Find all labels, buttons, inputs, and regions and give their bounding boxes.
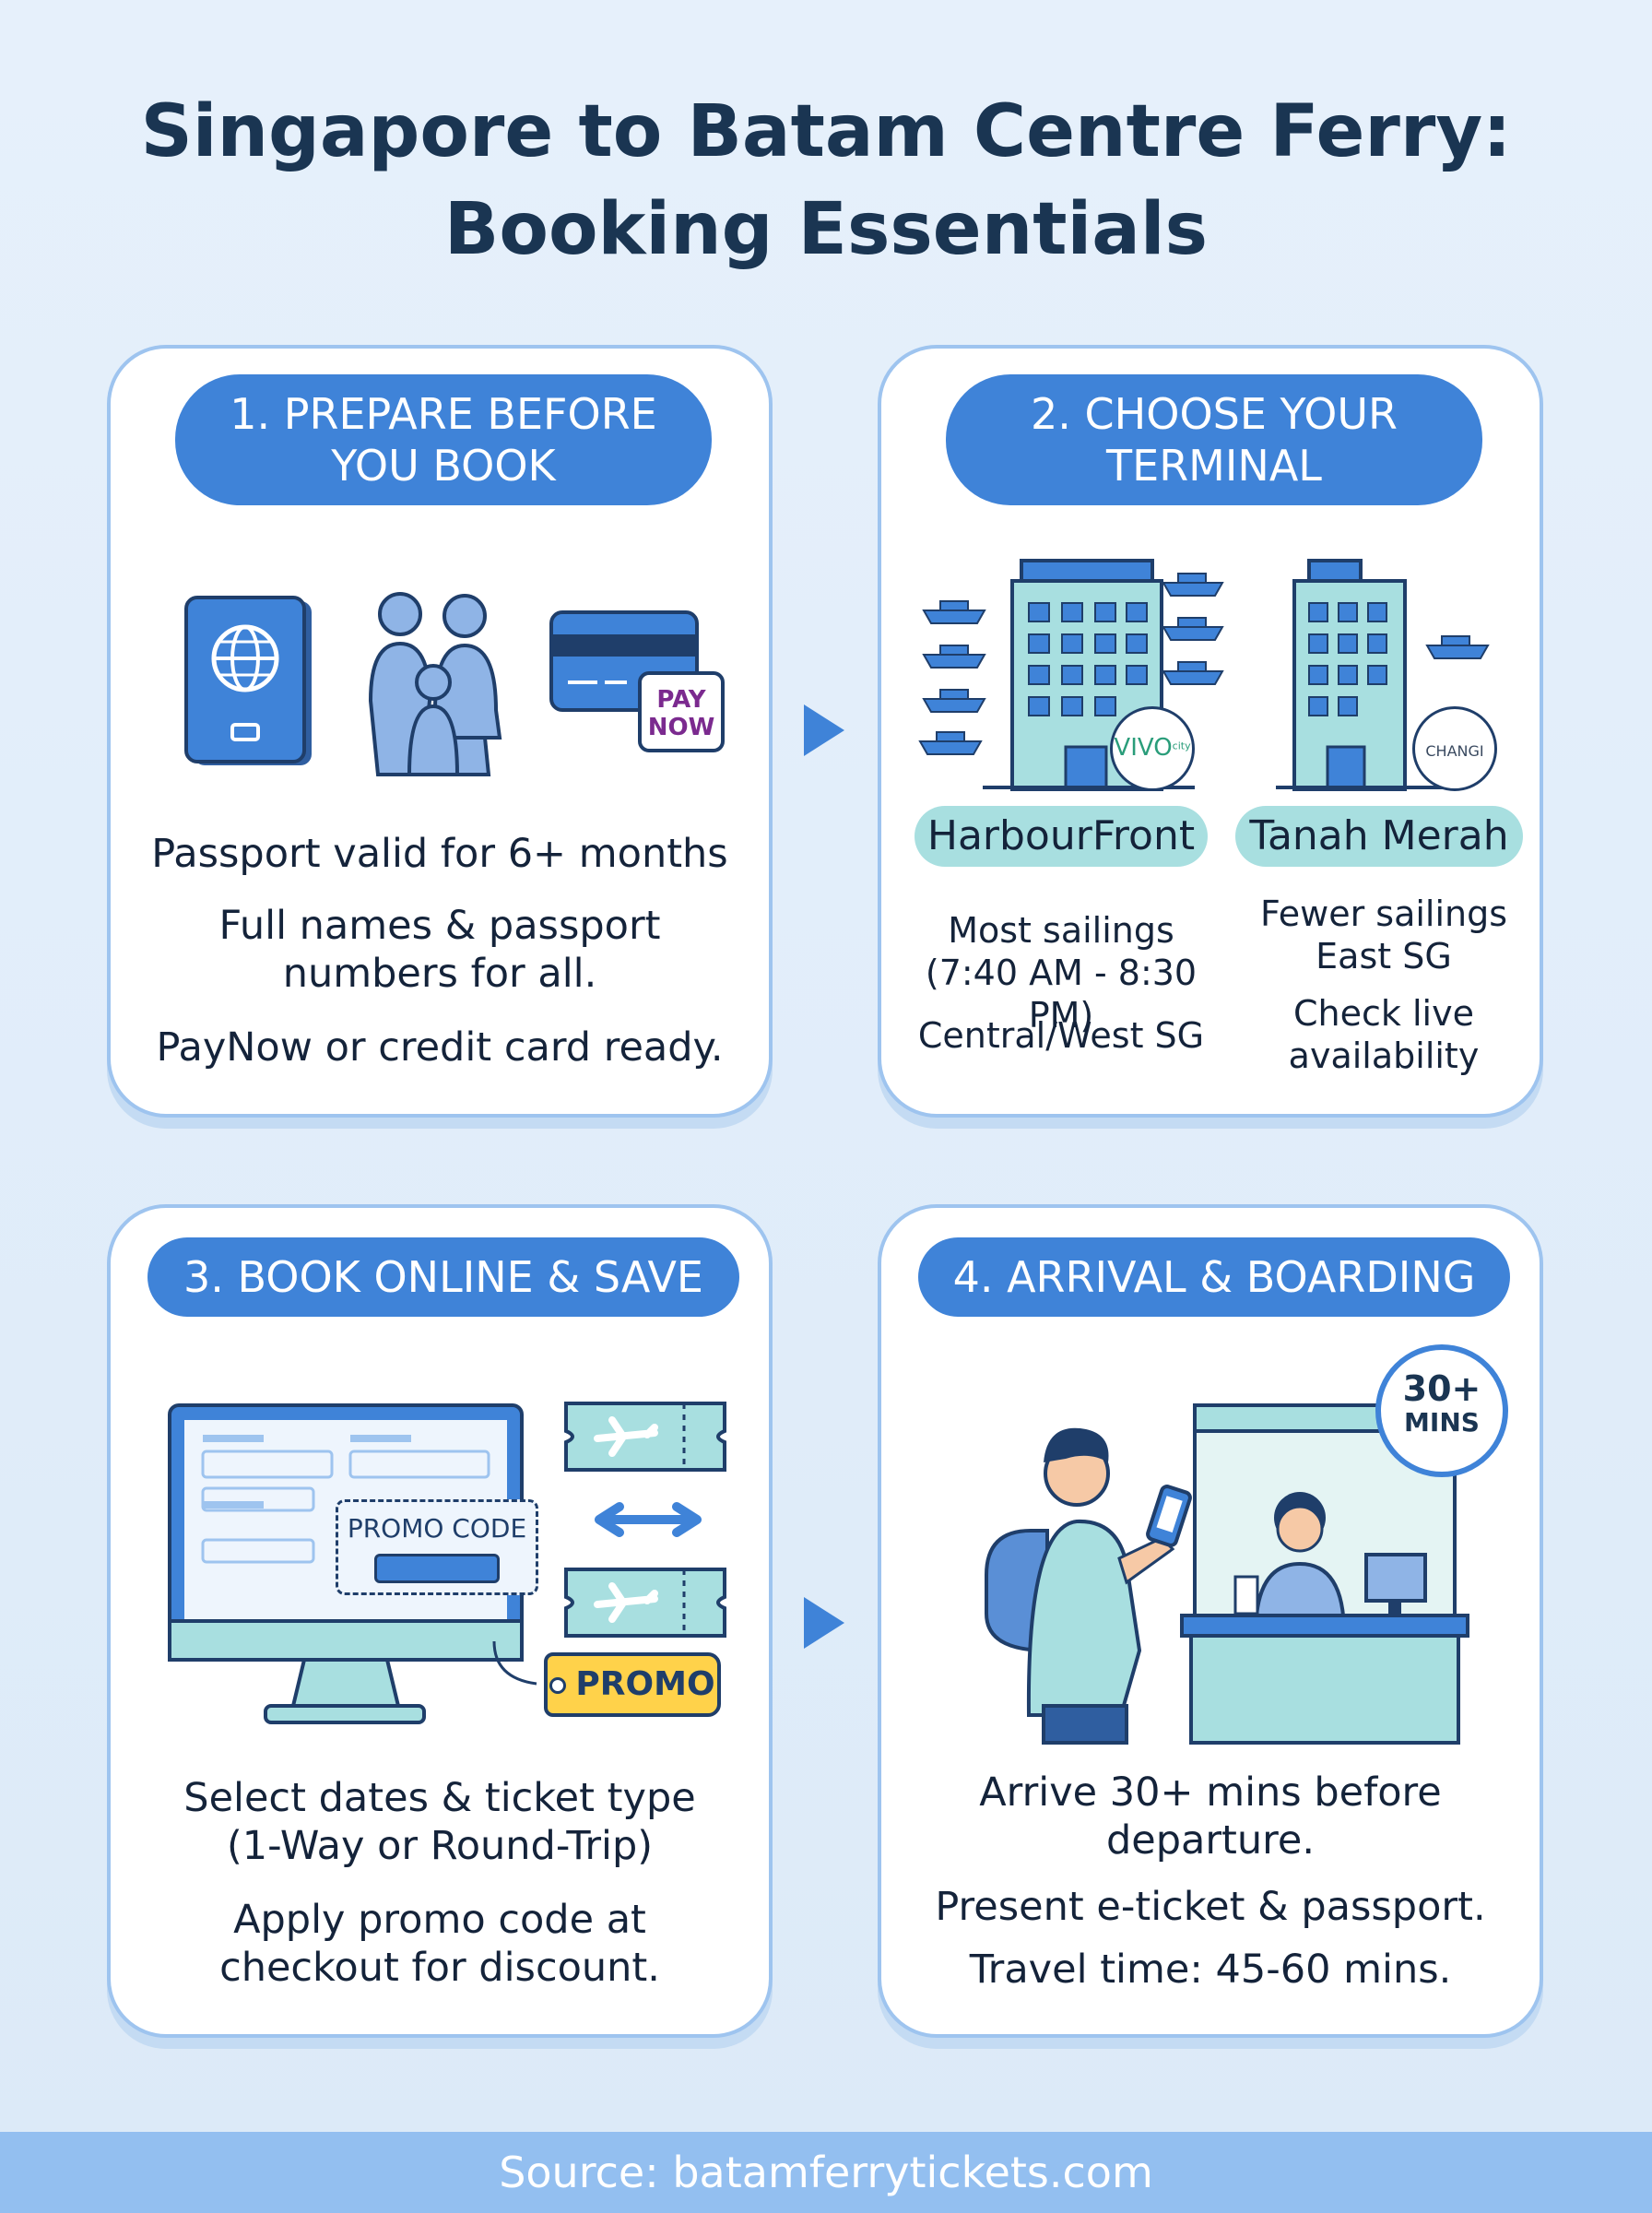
clock-unit: MINS	[1404, 1407, 1480, 1438]
step1-heading-line2: YOU BOOK	[331, 441, 556, 491]
vivocity-logo-text: VIVO	[1114, 734, 1173, 762]
vivocity-logo: VIVOcity	[1110, 706, 1195, 791]
step2-heading: 2. CHOOSE YOUR TERMINAL	[946, 374, 1482, 505]
step4-item-1-line2: departure.	[1105, 1817, 1316, 1864]
promo-tag-text: PROMO	[575, 1665, 715, 1703]
terminal-tanah-merah-name: Tanah Merah	[1249, 812, 1509, 859]
step4-item: Travel time: 45-60 mins.	[900, 1946, 1521, 1994]
promo-code-input[interactable]	[374, 1554, 500, 1583]
step1-item: Passport valid for 6+ months	[129, 830, 750, 878]
step4-card: 4. ARRIVAL & BOARDING 30+ MINS Arrive 30…	[878, 1204, 1543, 2038]
paynow-logo-line2: NOW	[647, 714, 715, 741]
step3-heading: 3. BOOK ONLINE & SAVE	[148, 1237, 739, 1317]
source-footer: Source: batamferrytickets.com	[0, 2132, 1652, 2213]
step4-item: Arrive 30+ mins before departure.	[900, 1769, 1521, 1864]
step4-heading: 4. ARRIVAL & BOARDING	[918, 1237, 1510, 1317]
harbourfront-detail: Most sailings (7:40 AM - 8:30 PM)	[891, 909, 1232, 1036]
tanah-merah-detail-2-line1: Check live	[1293, 993, 1474, 1034]
step3-card: 3. BOOK ONLINE & SAVE PROMO CODE	[107, 1204, 773, 2038]
flow-arrow-icon	[804, 704, 844, 756]
harbourfront-detail-1-line2: (7:40 AM - 8:30 PM)	[925, 953, 1198, 1035]
paynow-logo-line1: PAY	[656, 686, 706, 714]
source-text: Source: batamferrytickets.com	[499, 2148, 1153, 2197]
changi-logo-text: CHANGI	[1425, 742, 1484, 760]
step1-heading: 1. PREPARE BEFORE YOU BOOK	[175, 374, 712, 505]
step4-item: Present e-ticket & passport.	[900, 1883, 1521, 1931]
passport-icon	[184, 596, 312, 765]
ticket-icon	[564, 1402, 726, 1638]
step1-item-3-line1: PayNow or credit card ready.	[156, 1024, 724, 1071]
step4-item-3-line1: Travel time: 45-60 mins.	[969, 1947, 1452, 1993]
step1-item: PayNow or credit card ready.	[129, 1024, 750, 1071]
page-title: Singapore to Batam Centre Ferry: Booking…	[0, 83, 1652, 278]
step3-heading-text: 3. BOOK ONLINE & SAVE	[183, 1252, 703, 1302]
harbourfront-detail: Central/West SG	[891, 1014, 1232, 1057]
step3-item-1-line1: Select dates & ticket type	[183, 1775, 696, 1821]
promo-code-field[interactable]: PROMO CODE	[336, 1499, 538, 1595]
step3-item-1-line2: (1-Way or Round-Trip)	[226, 1823, 654, 1869]
tanah-merah-detail-1-line1: Fewer sailings	[1259, 893, 1508, 934]
step4-item-1-line1: Arrive 30+ mins before	[979, 1769, 1442, 1816]
step1-item-2-line2: numbers for all.	[282, 951, 597, 997]
step4-heading-text: 4. ARRIVAL & BOARDING	[952, 1252, 1476, 1302]
step3-item: Select dates & ticket type (1-Way or Rou…	[129, 1774, 750, 1870]
tanah-merah-detail-1-line2: East SG	[1316, 936, 1452, 976]
step3-item: Apply promo code at checkout for discoun…	[129, 1896, 750, 1992]
step3-item-2-line1: Apply promo code at	[233, 1897, 646, 1943]
changi-logo: CHANGI	[1412, 706, 1497, 791]
clock-icon: 30+ MINS	[1375, 1344, 1508, 1477]
step1-card: 1. PREPARE BEFORE YOU BOOK PAY NO	[107, 345, 773, 1118]
promo-tag-dot	[549, 1677, 567, 1694]
terminal-harbourfront: HarbourFront	[914, 806, 1208, 867]
step1-item: Full names & passport numbers for all.	[129, 902, 750, 998]
harbourfront-detail-2-line1: Central/West SG	[917, 1015, 1205, 1056]
tanah-merah-detail-2-line2: availability	[1288, 1035, 1480, 1076]
tanah-merah-building-icon	[1276, 559, 1490, 791]
family-icon	[368, 592, 502, 776]
paynow-logo: PAY NOW	[638, 671, 725, 752]
flow-arrow-icon	[804, 1597, 844, 1649]
clock-value: 30+	[1402, 1368, 1481, 1409]
tanah-merah-detail: Fewer sailings East SG	[1232, 893, 1536, 977]
step2-heading-line2: TERMINAL	[1106, 441, 1322, 491]
terminal-harbourfront-name: HarbourFront	[926, 812, 1196, 859]
step2-card: 2. CHOOSE YOUR TERMINAL VIVOcity	[878, 345, 1543, 1118]
harbourfront-building-icon	[918, 559, 1224, 791]
step1-heading-line1: 1. PREPARE BEFORE	[230, 389, 657, 439]
promo-tag: PROMO	[544, 1652, 721, 1717]
step4-item-2-line1: Present e-ticket & passport.	[935, 1884, 1486, 1930]
step3-item-2-line2: checkout for discount.	[219, 1945, 660, 1991]
step1-item-2-line1: Full names & passport	[218, 903, 661, 949]
promo-code-label: PROMO CODE	[347, 1513, 527, 1544]
harbourfront-detail-1-line1: Most sailings	[948, 910, 1174, 951]
terminal-tanah-merah: Tanah Merah	[1235, 806, 1523, 867]
title-line-1: Singapore to Batam Centre Ferry:	[140, 90, 1512, 173]
title-line-2: Booking Essentials	[443, 188, 1209, 271]
promo-tag-connector	[492, 1640, 537, 1686]
tanah-merah-detail: Check live availability	[1232, 992, 1536, 1077]
step2-heading-line1: 2. CHOOSE YOUR	[1031, 389, 1398, 439]
step1-item-1-line1: Passport valid for 6+ months	[151, 831, 728, 877]
vivocity-logo-sup: city	[1172, 740, 1191, 752]
